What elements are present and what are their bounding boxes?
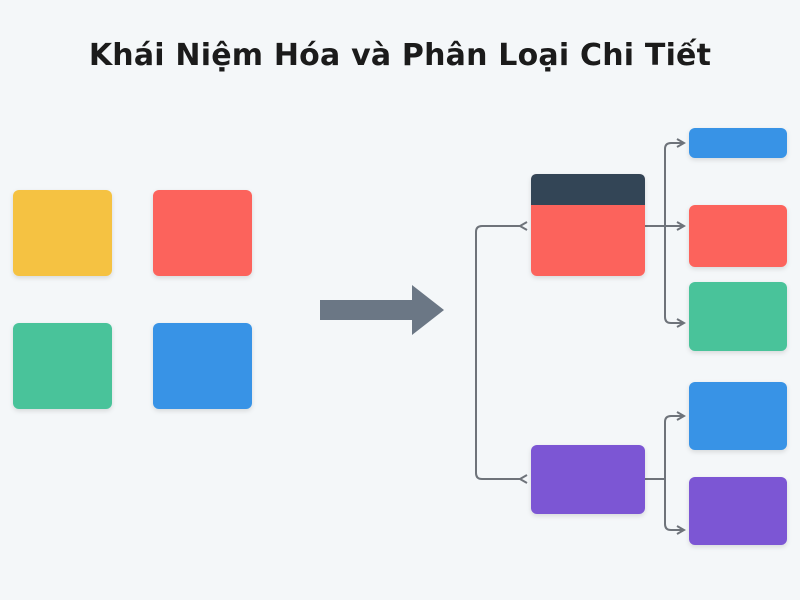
- trunk-1: [664, 142, 684, 324]
- unsorted-block-blue: [153, 323, 252, 409]
- parent-category-2: [531, 445, 645, 514]
- subcategory-1-3: [689, 282, 787, 351]
- unsorted-block-green: [13, 323, 112, 409]
- unsorted-block-yellow: [13, 190, 112, 276]
- subcategory-2-1: [689, 382, 787, 450]
- subcategory-1-1: [689, 128, 787, 158]
- diagram-title: Khái Niệm Hóa và Phân Loại Chi Tiết: [88, 38, 712, 73]
- subcategory-1-2: [689, 205, 787, 267]
- transform-arrow-icon: [320, 285, 444, 335]
- parent-category-1-header: [531, 174, 645, 205]
- trunk-2: [664, 415, 684, 531]
- subcategory-2-2: [689, 477, 787, 545]
- root-connector: [475, 225, 521, 480]
- unsorted-block-red: [153, 190, 252, 276]
